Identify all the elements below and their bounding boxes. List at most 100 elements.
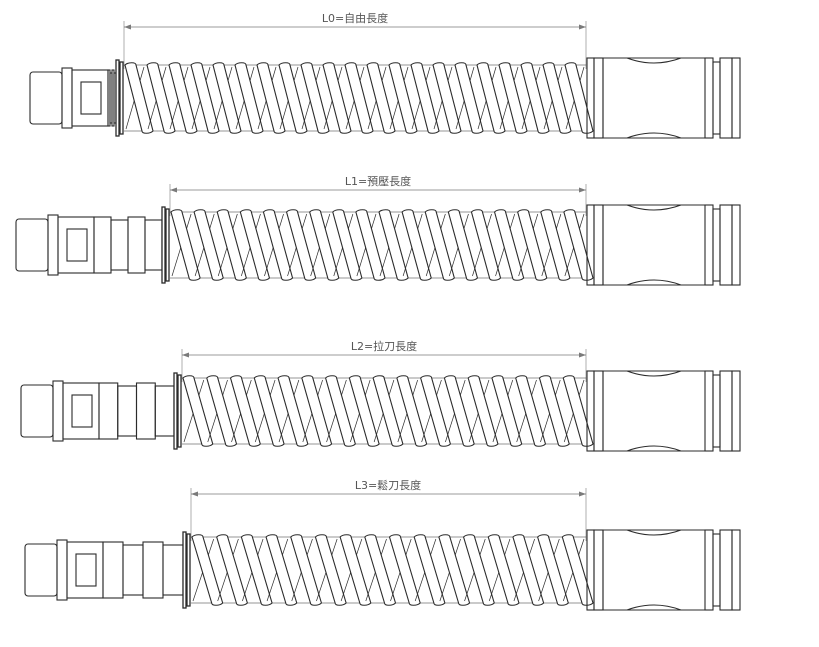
spring-assembly-clamping-length: L2=拉刀長度 — [20, 339, 741, 452]
cap-end — [731, 529, 741, 611]
coil-front — [278, 62, 308, 134]
collet-shoulder — [162, 544, 184, 596]
coil-front — [355, 209, 386, 281]
coil-front — [193, 209, 224, 281]
coil-front — [301, 375, 333, 447]
dimension-label: L1=預壓長度 — [345, 174, 411, 188]
collet-head — [15, 218, 49, 272]
coil-front — [229, 375, 261, 447]
coil-front — [388, 62, 418, 134]
collet-body — [57, 216, 95, 274]
spring-seat-washer — [177, 374, 182, 448]
spring-assembly-release-length: L3=鬆刀長度 — [24, 478, 741, 611]
cap-end — [731, 57, 741, 139]
cap-end — [719, 57, 733, 139]
cap-body — [602, 57, 705, 139]
coil-front — [561, 534, 594, 606]
coil-front — [216, 209, 247, 281]
coil-front — [364, 534, 397, 606]
coil-front — [216, 534, 248, 606]
coil-front — [491, 375, 523, 447]
coil-front — [413, 534, 446, 606]
coil-front — [537, 534, 569, 606]
coil-front — [463, 534, 495, 606]
coil-spring — [170, 209, 594, 281]
cap-ring — [704, 57, 714, 139]
coil-front — [325, 375, 356, 447]
coil-front — [234, 62, 264, 134]
coil-front — [498, 62, 528, 134]
cap-ring — [704, 529, 714, 611]
collet-ring — [52, 380, 64, 442]
coil-front — [239, 209, 270, 281]
collet-window — [80, 81, 102, 115]
cap-flange — [593, 57, 604, 139]
spring-seat-washer — [161, 206, 166, 284]
coil-front — [542, 62, 572, 134]
cap-groove — [712, 208, 721, 282]
spring-seat-washer — [182, 531, 187, 609]
collet-shoulder — [117, 385, 138, 437]
collet-fitting — [15, 206, 170, 284]
collet-shoulder — [102, 541, 124, 599]
dimension-label: L2=拉刀長度 — [351, 339, 417, 353]
cap-groove — [712, 533, 721, 607]
cap-end — [731, 370, 741, 452]
coil-front — [190, 62, 220, 134]
coil-front — [124, 62, 154, 134]
coil-front — [564, 62, 594, 134]
collet-shoulder — [98, 382, 119, 440]
coil-front — [262, 209, 294, 281]
coil-front — [265, 534, 298, 606]
collet-shoulder — [154, 385, 175, 437]
coil-spring — [182, 375, 594, 447]
dimension-label: L3=鬆刀長度 — [355, 478, 421, 492]
coil-spring — [124, 62, 594, 134]
spring-seat-washer — [186, 533, 191, 607]
coil-front — [494, 209, 525, 281]
coil-spring — [191, 534, 594, 606]
dimension-line — [190, 488, 587, 541]
collet-window — [75, 553, 97, 587]
coil-front — [300, 62, 330, 134]
collet-fitting — [20, 372, 182, 450]
coil-front — [388, 534, 421, 606]
collet-shoulder — [127, 216, 146, 274]
arrowhead-right — [579, 187, 586, 193]
coil-front — [206, 375, 238, 447]
coil-front — [314, 534, 347, 606]
coil-front — [339, 534, 372, 606]
coil-front — [348, 375, 380, 447]
coil-front — [253, 375, 285, 447]
coil-front — [396, 375, 428, 447]
coil-front — [538, 375, 570, 447]
collet-window — [66, 228, 88, 262]
collet-shoulder — [122, 544, 144, 596]
collet-shoulder — [142, 541, 164, 599]
coil-front — [277, 375, 309, 447]
cap-body — [602, 529, 705, 611]
cap-ring — [704, 204, 714, 286]
coil-front — [517, 209, 548, 281]
cap-groove — [712, 374, 721, 448]
coil-front — [420, 375, 451, 447]
spring-seat-washer — [119, 61, 124, 135]
collet-body — [62, 382, 100, 440]
collet-head — [20, 384, 54, 438]
coil-front — [540, 209, 571, 281]
coil-front — [378, 209, 409, 281]
collet-body — [66, 541, 104, 599]
coil-front — [290, 534, 322, 606]
dimension-line — [169, 184, 587, 216]
collet-shoulder — [93, 216, 112, 274]
cap-body — [602, 370, 705, 452]
coil-front — [146, 62, 176, 134]
coil-front — [191, 534, 224, 606]
end-cap — [586, 370, 741, 452]
collet-shoulder — [135, 382, 156, 440]
coil-front — [443, 375, 475, 447]
coil-front — [366, 62, 396, 134]
coil-front — [372, 375, 404, 447]
coil-front — [401, 209, 432, 281]
coil-front — [562, 375, 594, 447]
